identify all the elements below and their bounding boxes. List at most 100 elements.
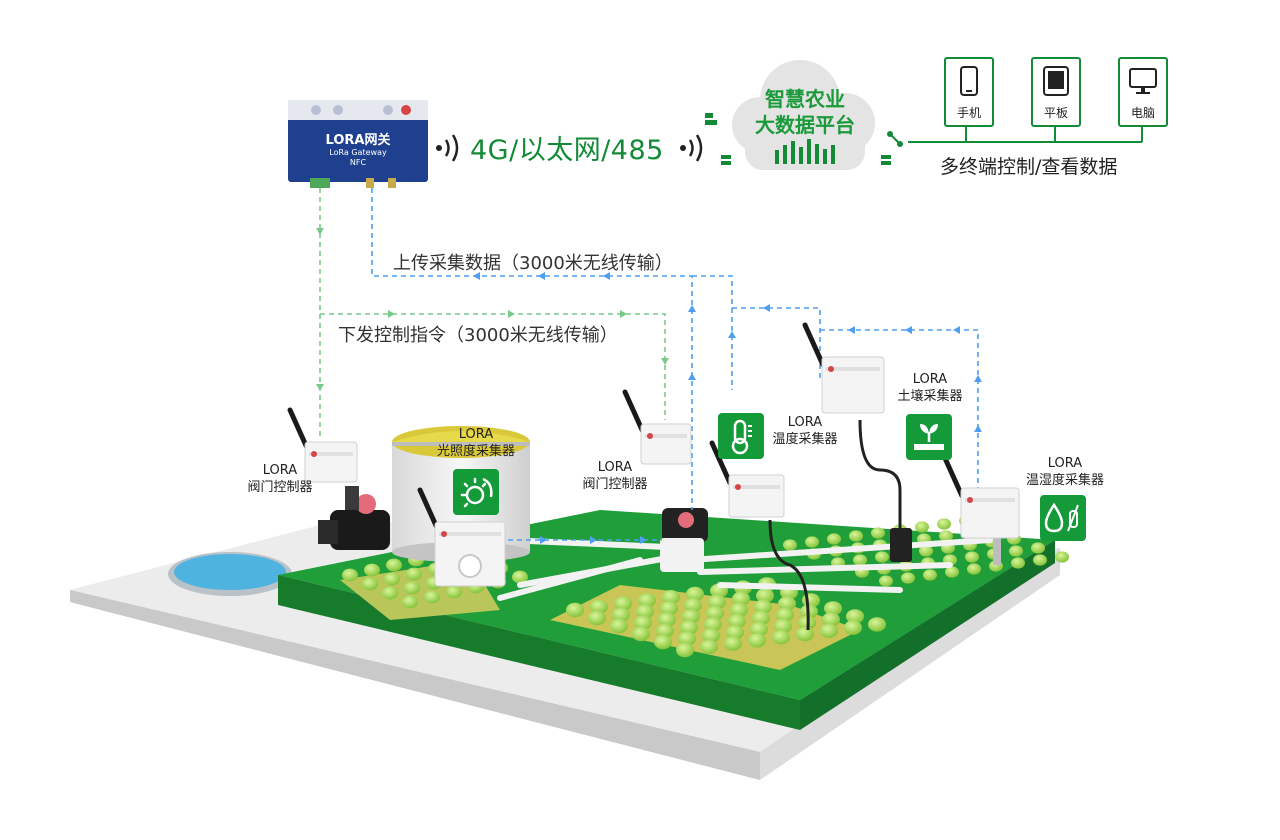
soil-label: LORA 土壤采集器 — [875, 371, 985, 405]
crop-sprout — [853, 554, 867, 566]
crop-sprout — [1055, 551, 1069, 563]
humidity-label: LORA 温湿度采集器 — [1010, 455, 1120, 489]
crop-sprout — [868, 617, 886, 632]
crop-sprout — [945, 566, 959, 578]
crop-sprout — [512, 570, 528, 584]
light-sensor — [417, 487, 506, 587]
crop-sprout — [566, 602, 584, 618]
gateway-label: LORA网关 LoRa Gateway NFC — [300, 133, 416, 168]
crop-sprout — [776, 607, 794, 622]
download-caption: 下发控制指令（3000米无线传输） — [338, 325, 618, 346]
crop-sprout — [901, 572, 915, 584]
temperature-sensor — [709, 440, 785, 518]
crop-sprout — [827, 533, 841, 545]
device-label-line: LORA — [1047, 456, 1083, 471]
crop-sprout — [386, 558, 402, 572]
crop-sprout — [1033, 554, 1047, 566]
crop-sprout — [756, 588, 774, 603]
crop-sprout — [849, 530, 863, 542]
crop-sprout — [783, 539, 797, 551]
crop-sprout — [656, 623, 674, 638]
terminal-label: 平板 — [1043, 106, 1068, 120]
crop-sprout — [424, 590, 440, 604]
valve-mid-label: LORA 阀门控制器 — [560, 459, 670, 493]
crop-sprout — [724, 636, 742, 651]
soil-sensor — [802, 322, 885, 414]
crop-sprout — [634, 615, 652, 630]
download-arrow — [388, 310, 395, 318]
crop-sprout — [636, 604, 654, 619]
crop-sprout — [967, 563, 981, 575]
download-arrow — [316, 384, 324, 391]
upload-arrow — [728, 331, 736, 338]
crop-sprout — [702, 628, 720, 643]
upload-arrow — [974, 425, 982, 432]
crop-sprout — [680, 620, 698, 635]
crop-sprout — [678, 631, 696, 646]
valve-left-hardware — [318, 486, 390, 550]
device-label-line: 温湿度采集器 — [1025, 473, 1104, 488]
upload-arrow — [540, 536, 547, 544]
crop-sprout — [796, 626, 814, 642]
upload-arrow — [473, 272, 480, 280]
upload-arrow — [905, 326, 912, 334]
device-label-line: 温度采集器 — [772, 432, 838, 447]
valve-left-controller — [287, 407, 358, 483]
crop-sprout — [846, 609, 864, 624]
download-arrow — [316, 228, 324, 235]
device-label-line: 阀门控制器 — [582, 477, 648, 492]
upload-line — [371, 188, 693, 510]
terminal-label: 电脑 — [1130, 106, 1155, 120]
crop-sprout — [658, 612, 676, 627]
download-arrow — [661, 358, 669, 365]
crop-sprout — [822, 612, 840, 627]
device-label-line: 光照度采集器 — [436, 444, 515, 459]
signal-icon — [680, 134, 703, 162]
crop-sprout — [752, 610, 770, 626]
upload-arrow — [763, 304, 770, 312]
crop-sprout — [748, 633, 766, 648]
crop-sprout — [654, 634, 672, 650]
humidity-sensor — [941, 453, 1020, 539]
upload-arrow — [974, 375, 982, 382]
upload-line — [692, 275, 733, 390]
crop-sprout — [660, 601, 678, 616]
crop-sprout — [732, 591, 750, 606]
crop-sprout — [362, 577, 378, 591]
crop-sprout — [750, 622, 768, 637]
terminal-tablet: 平板 — [1031, 57, 1081, 127]
sun-icon — [453, 469, 499, 515]
crop-sprout — [726, 625, 744, 640]
gateway-subtitle: LoRa Gateway — [329, 148, 387, 157]
computer-icon — [1129, 68, 1157, 94]
crop-sprout — [610, 618, 628, 634]
valve-mid-controller — [622, 389, 692, 465]
gateway-nfc: NFC — [349, 158, 367, 167]
crop-sprout — [915, 521, 929, 533]
phone-icon — [960, 66, 978, 96]
crop-sprout — [612, 607, 630, 622]
crop-sprout — [965, 551, 979, 563]
temp-label: LORA 温度采集器 — [750, 414, 860, 448]
crop-sprout — [384, 572, 400, 586]
crop-sprout — [879, 575, 893, 587]
crop-sprout — [774, 618, 792, 634]
crop-sprout — [406, 567, 422, 581]
crop-sprout — [1009, 545, 1023, 557]
crop-sprout — [820, 623, 838, 638]
crop-sprout — [588, 610, 606, 626]
crop-sprout — [700, 639, 718, 654]
terminal-phone: 手机 — [944, 57, 994, 127]
valve-left-label: LORA 阀门控制器 — [225, 462, 335, 496]
crop-sprout — [730, 602, 748, 618]
crop-sprout — [706, 606, 724, 621]
irrigation-pipes — [497, 537, 993, 601]
crop-sprout — [875, 551, 889, 563]
crop-sprout — [919, 545, 933, 557]
crop-sprout — [937, 518, 951, 530]
crop-sprout — [686, 586, 704, 602]
crop-sprout — [939, 530, 953, 542]
protocol-label: 4G/以太网/485 — [470, 135, 664, 166]
